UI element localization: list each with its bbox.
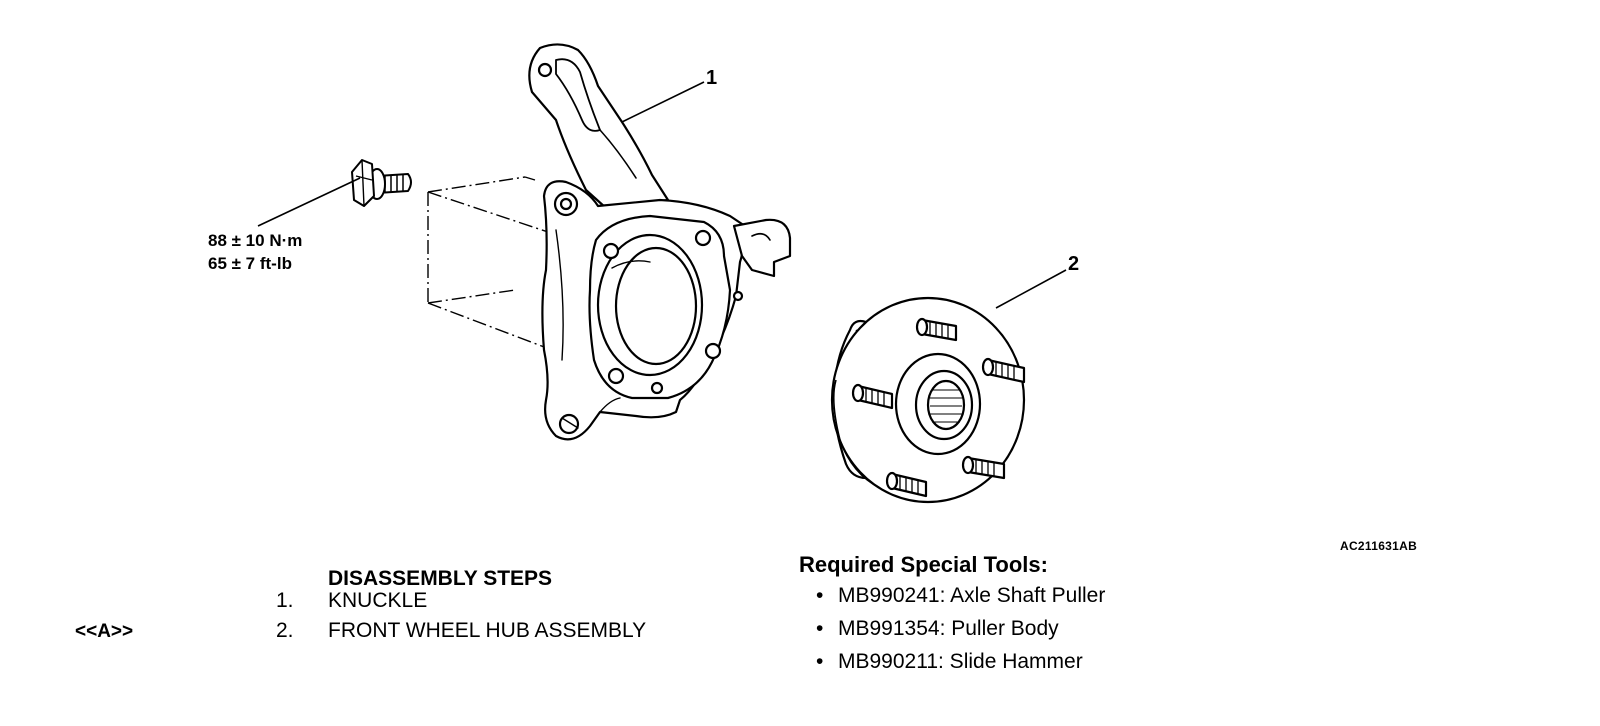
special-tool-item: • MB990211: Slide Hammer: [816, 650, 1083, 678]
special-tool-label: MB991354: Puller Body: [838, 617, 1059, 640]
callout-1-number: 1: [706, 67, 717, 89]
steering-knuckle: [528, 43, 792, 441]
callout-2-leader: [995, 269, 1067, 309]
callout-2-number: 2: [1068, 253, 1079, 275]
alignment-guide-lines: [427, 176, 561, 354]
bullet-icon: •: [816, 617, 824, 640]
step-label: KNUCKLE: [328, 589, 428, 612]
wheel-studs: [851, 317, 1026, 498]
callout-1-leader: [621, 81, 705, 123]
bullet-icon: •: [816, 650, 824, 673]
front-wheel-hub: [830, 296, 1026, 504]
disassembly-step: <<A>> 2. FRONT WHEEL HUB ASSEMBLY: [0, 619, 760, 647]
disassembly-step: 1. KNUCKLE: [0, 589, 760, 617]
step-number: 1.: [276, 589, 294, 612]
step-number: 2.: [276, 619, 294, 642]
knuckle-bolt: [351, 159, 412, 207]
step-label: FRONT WHEEL HUB ASSEMBLY: [328, 619, 647, 642]
special-tools-title: Required Special Tools:: [799, 552, 1048, 577]
step-marker: <<A>>: [75, 621, 134, 642]
torque-spec-metric: 88 ± 10 N·m: [208, 231, 303, 250]
disassembly-steps-title: DISASSEMBLY STEPS: [328, 567, 553, 590]
bullet-icon: •: [816, 584, 824, 607]
figure-code: AC211631AB: [1340, 539, 1418, 553]
special-tool-label: MB990211: Slide Hammer: [838, 650, 1083, 673]
torque-leader-line: [257, 177, 361, 227]
exploded-view-illustration: 1: [257, 43, 1079, 504]
special-tool-label: MB990241: Axle Shaft Puller: [838, 584, 1106, 607]
torque-spec-imperial: 65 ± 7 ft-lb: [208, 254, 292, 273]
special-tool-item: • MB990241: Axle Shaft Puller: [816, 584, 1105, 612]
special-tool-item: • MB991354: Puller Body: [816, 617, 1059, 645]
